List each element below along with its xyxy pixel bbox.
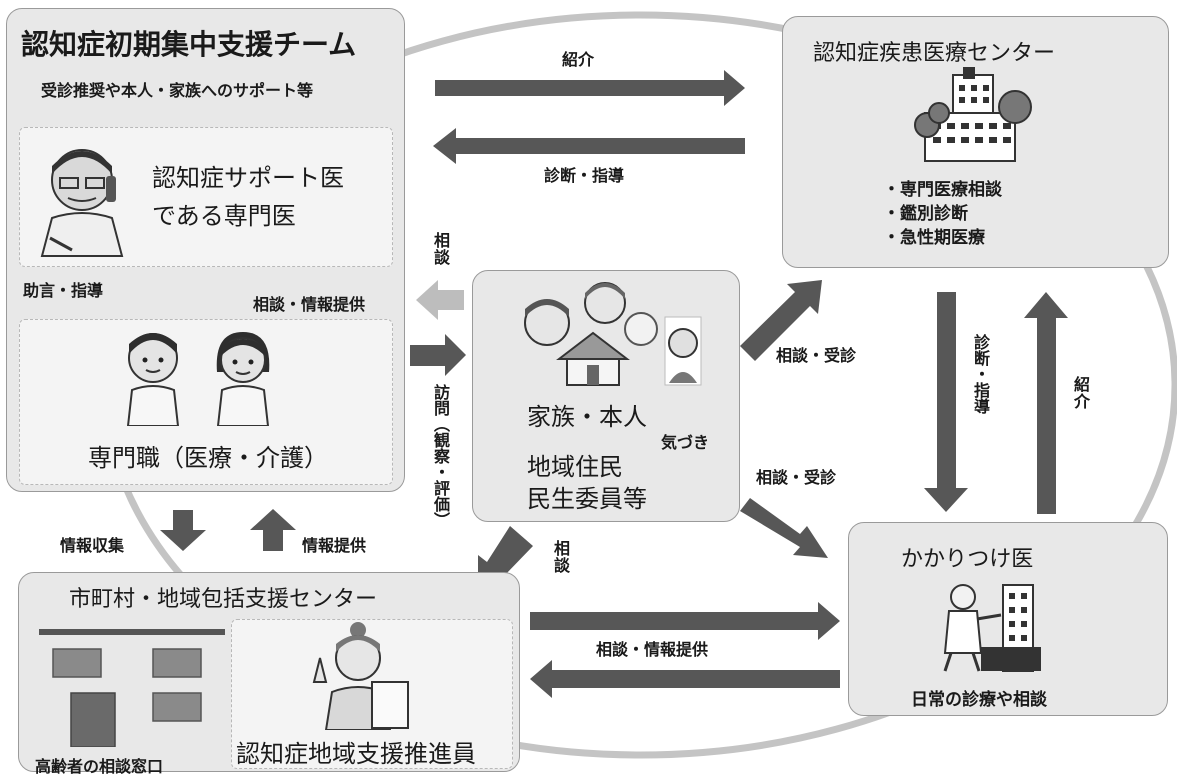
promoter-panel: 認知症地域支援推進員 — [231, 619, 513, 769]
info-collect-label: 情報収集 — [60, 536, 125, 555]
residents-line2: 民生委員等 — [527, 485, 647, 513]
team-subtitle: 受診推奨や本人・家族へのサポート等 — [41, 81, 314, 100]
promoter-label: 認知症地域支援推進員 — [236, 740, 476, 768]
doctor-label-line2: である専門医 — [152, 202, 296, 230]
referral-top-label: 紹介 — [562, 50, 595, 69]
arrow-referral-up — [1024, 292, 1068, 514]
diagnosis-guidance-top-label: 診断・指導 — [544, 166, 625, 185]
consult-visit-right-bottom-label: 相談・受診 — [756, 468, 837, 487]
elderly-window-label: 高齢者の相談窓口 — [35, 757, 164, 776]
center-service-1: ・専門医療相談 — [883, 180, 1002, 200]
arrow-diagnosis-down — [924, 292, 968, 512]
male-staff-icon — [126, 333, 180, 426]
doctor-label-line1: 認知症サポート医 — [152, 164, 344, 192]
doctor-on-phone-icon — [40, 149, 124, 257]
family-residents-box: 家族・本人 気づき 地域住民 民生委員等 — [472, 270, 740, 522]
staff-label: 専門職（医療・介護） — [88, 444, 328, 472]
arrow-consult-center — [740, 280, 822, 361]
hospital-icon — [914, 67, 1032, 162]
family-group-icon — [524, 282, 702, 386]
arrow-diagnosis-left — [433, 128, 745, 164]
center-service-2: ・鑑別診断 — [883, 204, 968, 224]
gp-caption: 日常の診療や相談 — [911, 690, 1047, 710]
municipal-title: 市町村・地域包括支援センター — [69, 587, 378, 612]
referral-right-label: 紹介 — [1071, 376, 1090, 410]
family-doctor-box: かかりつけ医 日常の診療や相談 — [848, 522, 1168, 716]
family-label: 家族・本人 — [527, 403, 647, 431]
initial-support-team-box: 認知症初期集中支援チーム 受診推奨や本人・家族へのサポート等 認知症サポート医 … — [6, 8, 405, 492]
advice-label: 助言・指導 — [23, 281, 104, 300]
arrow-consult-gp — [740, 498, 828, 558]
arrow-gp-to-municipal — [530, 660, 840, 698]
promoter-woman-icon — [312, 622, 409, 730]
residents-line1: 地域住民 — [527, 453, 623, 481]
office-building-icon — [39, 629, 225, 747]
consult-vertical-bottom-label: 相談 — [551, 540, 570, 574]
arrow-municipal-to-gp — [530, 602, 840, 640]
dementia-medical-center-box: 認知症疾患医療センター ・専門医療相談 ・鑑別診断 ・急性期医療 — [782, 16, 1169, 268]
arrow-info-collect-down — [160, 510, 206, 551]
arrow-referral-right — [435, 70, 745, 106]
arrow-consult-left-light — [416, 280, 464, 320]
team-title: 認知症初期集中支援チーム — [21, 28, 357, 61]
doctor-examining-icon — [943, 584, 1041, 672]
center-service-3: ・急性期医療 — [883, 228, 985, 248]
municipal-support-center-box: 市町村・地域包括支援センター 認知症地域支援推進員 高齢者の相談窓口 — [18, 572, 520, 776]
consult-visit-right-top-label: 相談・受診 — [776, 346, 857, 365]
female-staff-icon — [216, 332, 270, 426]
visit-vertical-label: 訪問（観察・評価） — [431, 384, 450, 528]
diagnosis-guidance-right-label: 診断・指導 — [971, 334, 990, 414]
team-consult-info-label: 相談・情報提供 — [253, 295, 366, 314]
consult-info-bottom-label: 相談・情報提供 — [596, 640, 709, 659]
doctor-panel: 認知症サポート医 である専門医 — [19, 127, 393, 267]
gp-title: かかりつけ医 — [901, 547, 1034, 572]
consult-vertical-left-label: 相談 — [431, 232, 450, 266]
info-provide-label: 情報提供 — [302, 536, 367, 555]
staff-panel: 専門職（医療・介護） — [19, 319, 393, 485]
center-title: 認知症疾患医療センター — [813, 41, 1056, 66]
arrow-visit-right — [410, 334, 466, 376]
notice-label: 気づき — [661, 433, 710, 452]
arrow-info-provide-up — [250, 509, 296, 551]
